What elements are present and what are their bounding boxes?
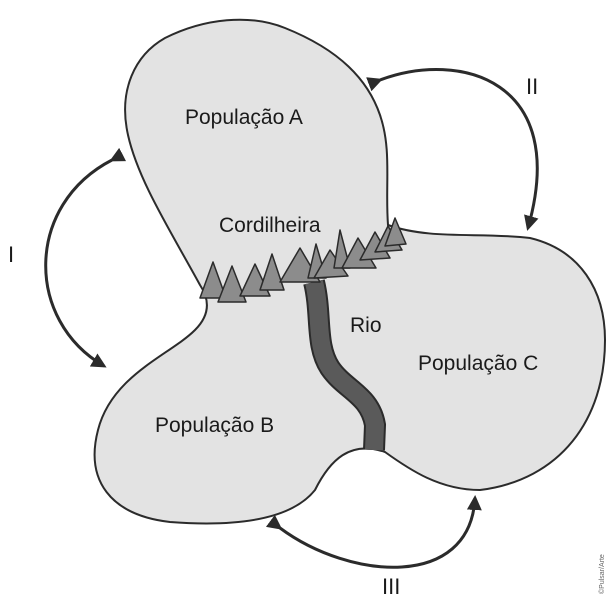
arrow-ii (366, 68, 539, 231)
mountain-peak (259, 253, 285, 291)
arrow-i (44, 147, 127, 368)
arrow-i-label: I (8, 242, 14, 267)
arrow-ii-label: II (526, 74, 538, 99)
land-mass (93, 18, 607, 525)
mountain-range-label: Cordilheira (219, 214, 321, 237)
image-credit: ©Pulsar/Arte (598, 554, 606, 594)
population-a-label: População A (185, 106, 303, 129)
population-b-label: População B (155, 414, 274, 437)
mountain-peak (384, 217, 407, 247)
mountain-peak (199, 261, 227, 299)
population-c-label: População C (418, 352, 538, 375)
arrow-iii-label: III (382, 574, 400, 598)
river-fill (305, 279, 385, 451)
arrow-iii (265, 495, 482, 569)
mountain-peak (217, 265, 247, 303)
river-label: Rio (350, 314, 382, 337)
mountain-range (199, 217, 407, 303)
